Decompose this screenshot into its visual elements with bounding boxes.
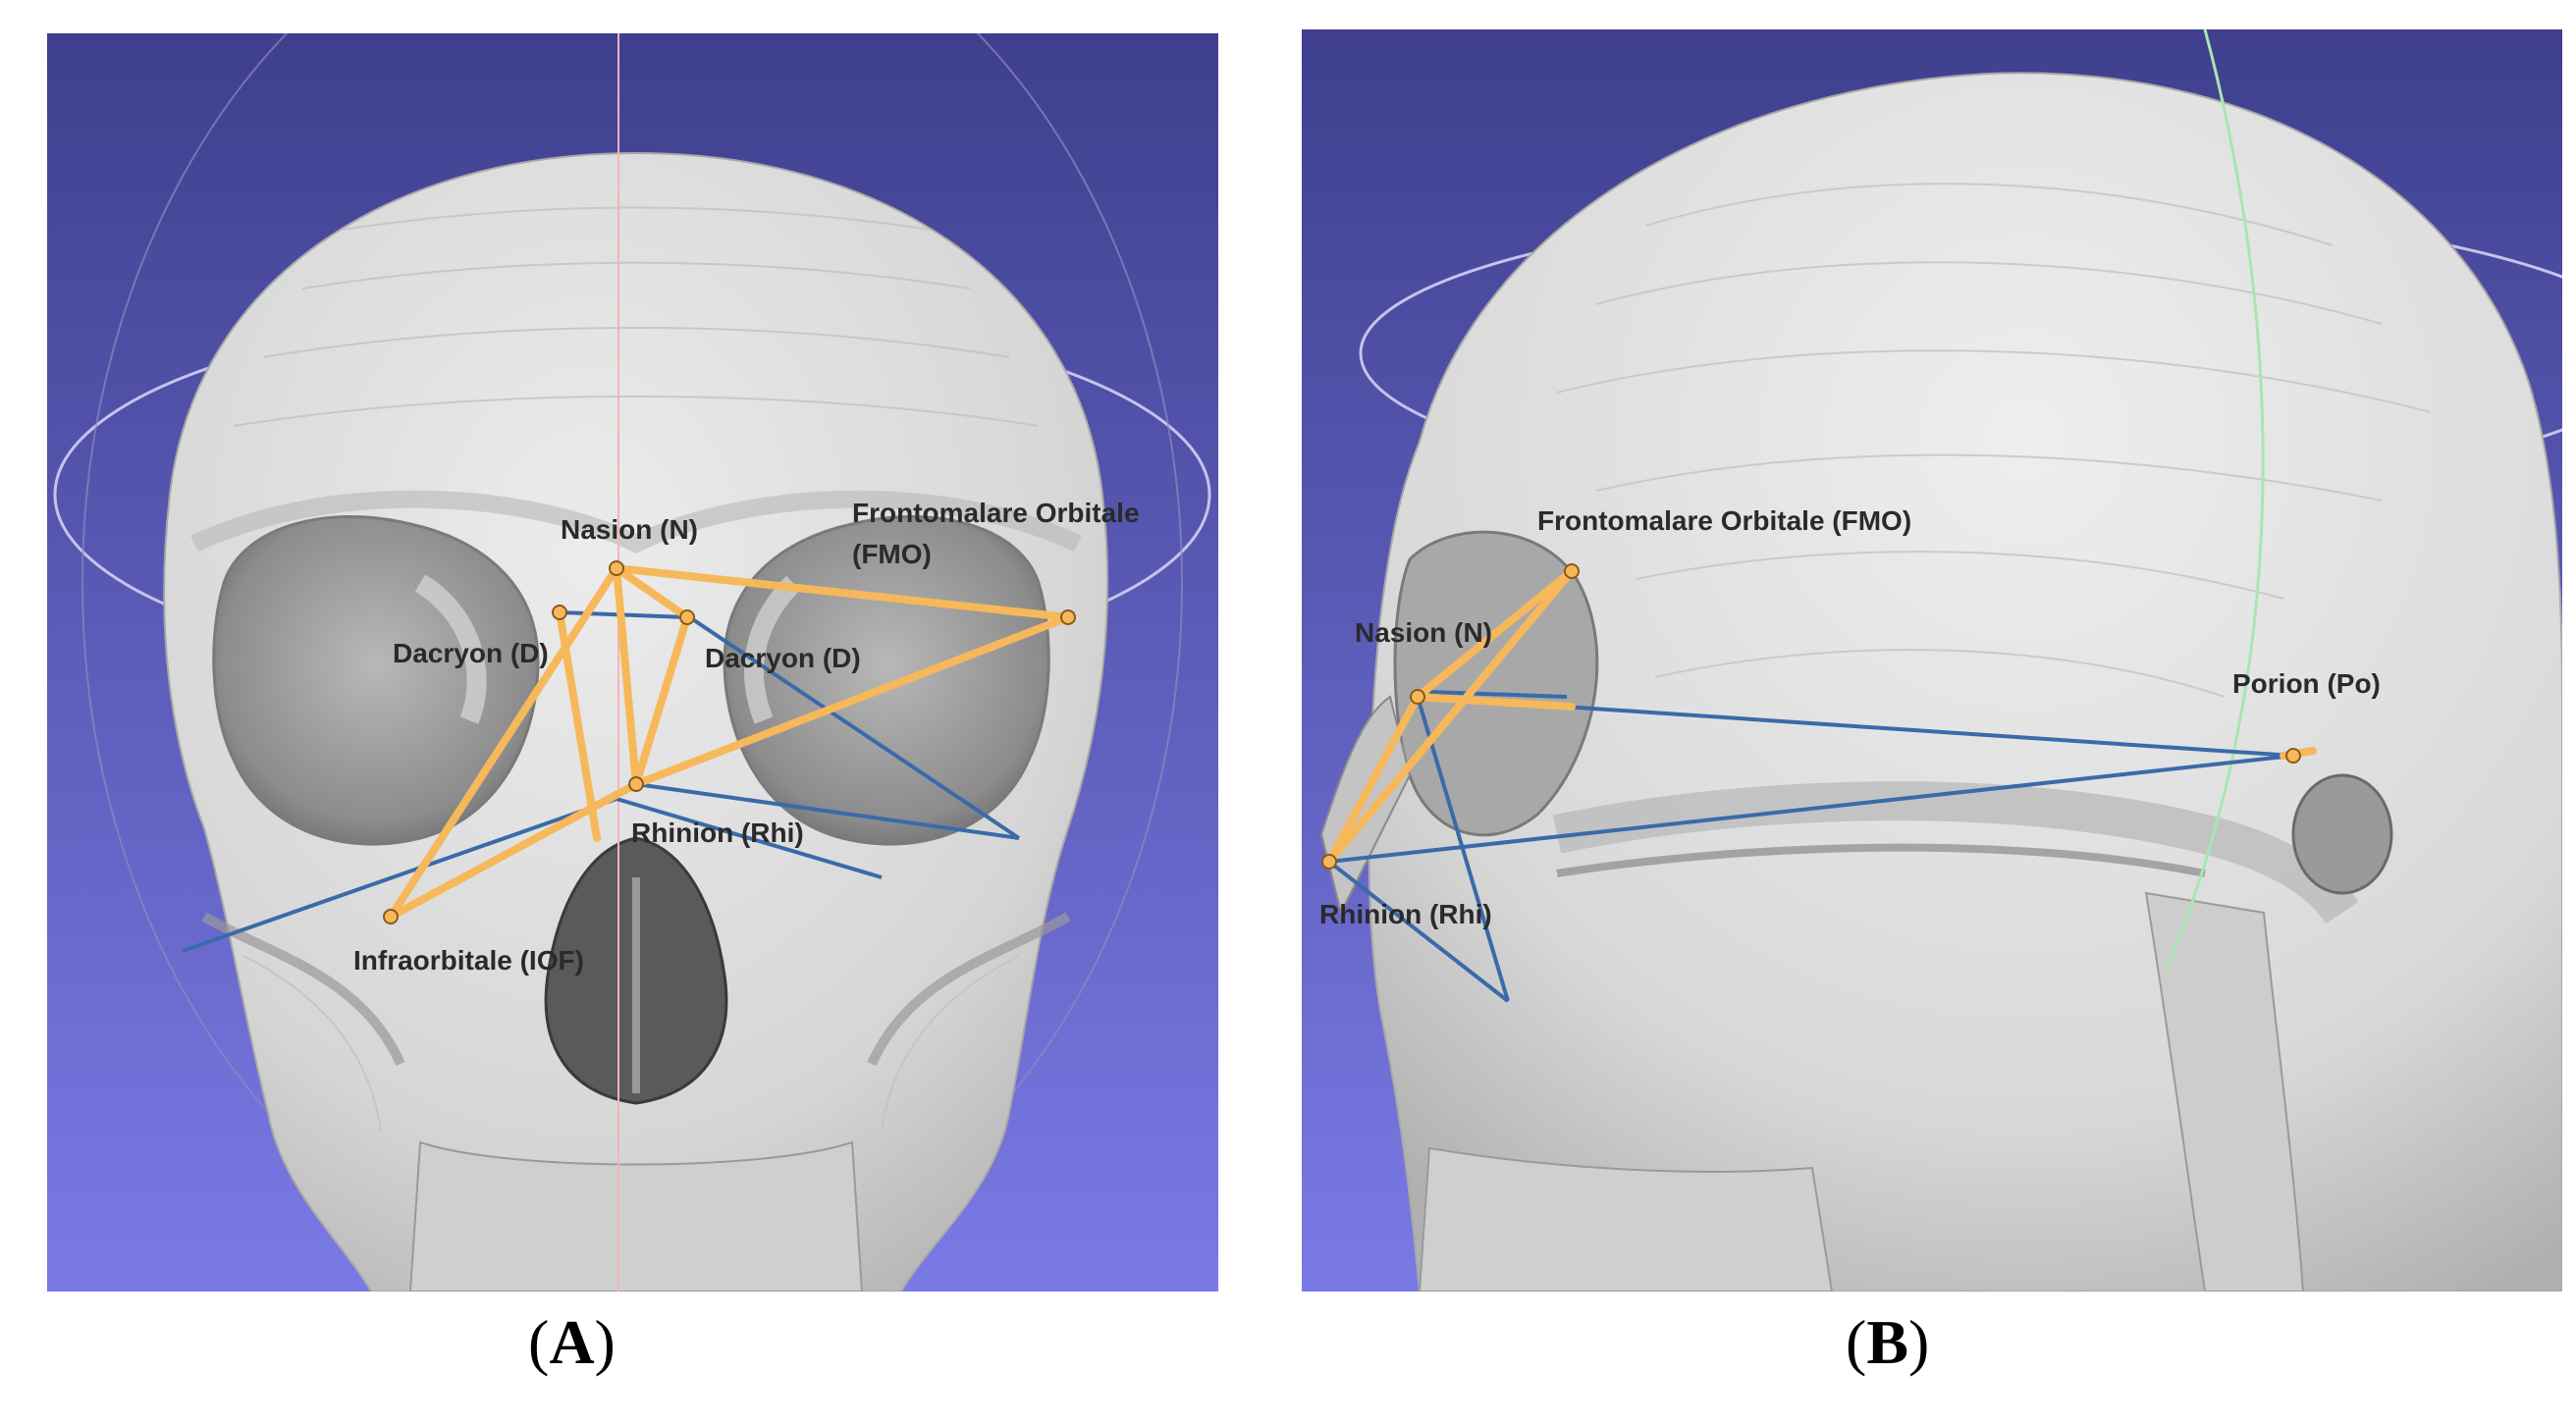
surface-striations	[1556, 183, 2432, 698]
brow-shadow	[190, 490, 1082, 554]
panel-a-frontal-skull-view: Nasion (N) Frontomalare Orbitale (FMO) D…	[47, 33, 1218, 1292]
point-rhinion	[1321, 854, 1337, 870]
label-fmo: Frontomalare Orbitale (FMO)	[1537, 505, 1912, 536]
label-nasion: Nasion (N)	[1355, 617, 1492, 648]
skull-shape	[163, 151, 1109, 1292]
point-porion	[2285, 748, 2301, 764]
measure-lines-secondary	[1327, 690, 2294, 1003]
right-zygoma-shadow	[867, 912, 1071, 1067]
caption-b-close: )	[1908, 1307, 1930, 1377]
label-fmo-line1: Frontomalare Orbitale	[852, 498, 1140, 528]
point-nasion	[1410, 689, 1425, 705]
skull-frontal-render	[47, 33, 1218, 1292]
maxilla	[408, 1140, 864, 1292]
measure-lines-primary	[387, 564, 1072, 921]
label-dacryon-right: Dacryon (D)	[705, 643, 861, 673]
axis-arc	[2164, 29, 2265, 973]
label-fmo-line2: (FMO)	[852, 539, 932, 569]
point-rhinion	[628, 776, 644, 792]
label-rhinion: Rhinion (Rhi)	[1319, 899, 1492, 929]
label-dacryon-left: Dacryon (D)	[393, 638, 549, 668]
label-rhinion: Rhinion (Rhi)	[631, 818, 804, 848]
left-zygoma-shadow	[201, 912, 405, 1067]
landmark-points	[1321, 563, 2301, 870]
maxilla-teeth	[1418, 1146, 1834, 1292]
left-orbit	[212, 515, 540, 846]
zygomatic-shadow	[1556, 843, 2206, 877]
orbit-cavity	[1393, 530, 1599, 837]
point-nasion	[609, 560, 624, 576]
right-orbit-highlight	[744, 575, 801, 724]
zygomatic-arch	[1552, 781, 2359, 924]
point-dacryon-left	[552, 605, 567, 620]
skull-lateral-render	[1302, 29, 2562, 1292]
panel-b-lateral-skull-view: Frontomalare Orbitale (FMO) Nasion (N) P…	[1302, 29, 2562, 1292]
caption-a-letter: A	[549, 1307, 595, 1377]
caption-panel-b: (B)	[1846, 1307, 1929, 1378]
caption-a-close: )	[594, 1307, 616, 1377]
caption-b-open: (	[1846, 1307, 1867, 1377]
caption-b-letter: B	[1866, 1307, 1908, 1377]
label-nasion: Nasion (N)	[561, 514, 698, 545]
point-dacryon-right	[679, 609, 695, 625]
left-orbit-highlight	[414, 574, 487, 724]
label-infraorbitale: Infraorbitale (IOF)	[353, 945, 584, 976]
right-orbit	[723, 515, 1050, 846]
label-porion: Porion (Po)	[2232, 668, 2381, 699]
point-fmo	[1564, 563, 1580, 579]
ear-canal-region	[2291, 773, 2393, 895]
landmark-points	[383, 560, 1076, 924]
point-fmo	[1060, 609, 1076, 625]
mandible-ramus	[2144, 891, 2305, 1292]
caption-panel-a: (A)	[528, 1307, 616, 1378]
point-infraorbitale	[383, 909, 399, 924]
caption-a-open: (	[528, 1307, 550, 1377]
surface-striations	[233, 206, 1040, 1134]
